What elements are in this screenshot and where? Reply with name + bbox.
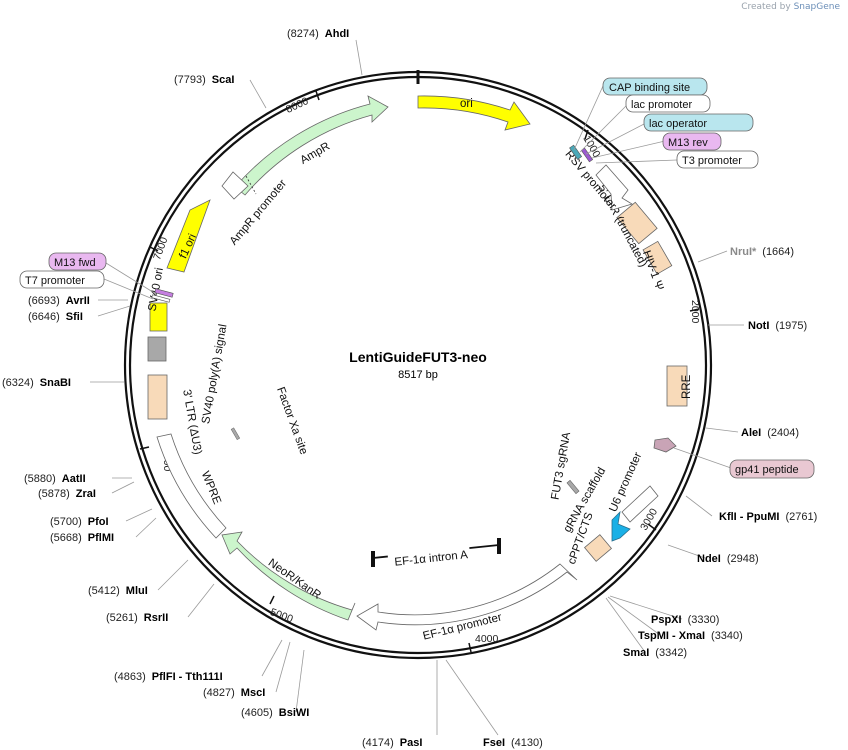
- tag-lac-promoter[interactable]: lac promoter: [625, 94, 711, 113]
- tick-label-1000: 1000: [580, 133, 602, 159]
- primer-leaders: [103, 85, 732, 469]
- tick-marks: [139, 90, 700, 653]
- enzyme-nrui[interactable]: NruI*(1664): [730, 246, 794, 258]
- ef1a-intron-feature[interactable]: EF-1α intron A: [371, 538, 501, 569]
- svg-text:lac operator: lac operator: [649, 118, 707, 130]
- enzyme-avrii[interactable]: (6693)AvrII: [28, 295, 90, 307]
- snapgene-logo-text: SnapGene: [793, 2, 840, 12]
- neor-feature[interactable]: NeoR/KanR: [221, 531, 356, 621]
- tag-t3-promoter[interactable]: T3 promoter: [676, 150, 759, 169]
- enzyme-aatii[interactable]: (5880)AatII: [24, 473, 86, 485]
- tag-m13-fwd[interactable]: M13 fwd: [48, 252, 107, 271]
- t7-promoter-mark: [151, 294, 171, 303]
- enzyme-pspxi[interactable]: PspXI(3330): [651, 614, 719, 626]
- tag-lac-operator[interactable]: lac operator: [643, 113, 754, 132]
- enzyme-pasi[interactable]: (4174)PasI: [362, 737, 422, 749]
- enzyme-scai[interactable]: (7793)ScaI: [174, 74, 234, 86]
- svg-text:T7 promoter: T7 promoter: [25, 275, 85, 287]
- ltr3-feature[interactable]: 3' LTR (ΔU3): [147, 374, 203, 456]
- m13-fwd-mark: [154, 288, 174, 298]
- ori-feature[interactable]: ori: [417, 95, 531, 131]
- snapgene-credit: Created by SnapGene: [741, 2, 840, 12]
- tag-t7-promoter[interactable]: T7 promoter: [19, 270, 105, 289]
- enzyme-sfii[interactable]: (6646)SfiI: [28, 311, 83, 323]
- enzyme-tspmi-xmai[interactable]: TspMI - XmaI(3340): [638, 630, 743, 642]
- enzyme-snabi[interactable]: (6324)SnaBI: [2, 377, 71, 389]
- enzyme-leaders: [90, 39, 744, 736]
- enzyme-labels: (8274)AhdI (7793)ScaI (6693)AvrII (6646)…: [2, 28, 817, 749]
- svg-text:gp41 peptide: gp41 peptide: [735, 464, 799, 476]
- svg-text:M13 fwd: M13 fwd: [54, 257, 96, 269]
- gp41-peptide-mark: [653, 437, 677, 453]
- enzyme-smai[interactable]: SmaI(3342): [623, 647, 687, 659]
- ef1a-promoter-feature[interactable]: EF-1α promoter: [356, 563, 578, 643]
- ampr-feature[interactable]: AmpR: [234, 95, 389, 196]
- svg-text:M13 rev: M13 rev: [668, 137, 708, 149]
- tick-label-8000: 8000: [284, 95, 310, 116]
- cap-site-mark: [569, 144, 583, 160]
- enzyme-pflmi[interactable]: (5668)PflMI: [50, 532, 114, 544]
- fut3-sgrna-feature[interactable]: FUT3 sgRNA: [550, 431, 580, 501]
- svg-text:lac promoter: lac promoter: [631, 99, 692, 111]
- tick-label-4000: 4000: [475, 633, 499, 645]
- svg-text:T3 promoter: T3 promoter: [682, 155, 742, 167]
- enzyme-pflfi-tth111i[interactable]: (4863)PflFI - Tth111I: [114, 671, 223, 683]
- tag-gp41-peptide[interactable]: gp41 peptide: [729, 459, 815, 479]
- tag-m13-rev[interactable]: M13 rev: [662, 132, 722, 151]
- sv40-polya-label: SV40 poly(A) signal: [200, 323, 229, 425]
- primer-tags: CAP binding site lac promoter lac operat…: [19, 77, 815, 479]
- factor-xa-feature[interactable]: Factor Xa site: [230, 385, 310, 456]
- credit-prefix: Created by: [741, 2, 791, 12]
- enzyme-noti[interactable]: NotI(1975): [748, 320, 807, 332]
- ori-label: ori: [460, 98, 473, 110]
- tick-label-5000: 5000: [269, 606, 295, 625]
- enzyme-bsiwi[interactable]: (4605)BsiWI: [241, 707, 309, 719]
- enzyme-fsei[interactable]: FseI(4130): [483, 737, 543, 749]
- enzyme-kfli-ppumi[interactable]: KflI - PpuMI(2761): [719, 511, 817, 523]
- rre-label: RRE: [681, 374, 693, 399]
- tag-cap-binding-site[interactable]: CAP binding site: [602, 77, 708, 96]
- rre-feature[interactable]: RRE: [666, 365, 693, 407]
- plasmid-name: LentiGuideFUT3-neo: [349, 349, 487, 365]
- tick-label-2000: 2000: [689, 300, 701, 324]
- enzyme-ahdi[interactable]: (8274)AhdI: [287, 28, 349, 40]
- enzyme-ndei[interactable]: NdeI(2948): [697, 553, 759, 565]
- plasmid-size: 8517 bp: [398, 369, 438, 381]
- rsv-promoter-feature[interactable]: RSV promoter: [563, 148, 633, 212]
- enzyme-msci[interactable]: (4827)MscI: [203, 687, 265, 699]
- enzyme-mlui[interactable]: (5412)MluI: [88, 585, 148, 597]
- enzyme-pfoi[interactable]: (5700)PfoI: [50, 516, 109, 528]
- hiv-psi-feature[interactable]: HIV-1 Ψ: [640, 240, 673, 292]
- enzyme-rsrii[interactable]: (5261)RsrII: [106, 612, 168, 624]
- svg-text:CAP binding site: CAP binding site: [609, 82, 690, 94]
- f1-ori-feature[interactable]: f1 ori: [166, 199, 211, 273]
- fut3-sgrna-label: FUT3 sgRNA: [550, 431, 574, 501]
- factor-xa-label: Factor Xa site: [274, 385, 310, 456]
- enzyme-zrai[interactable]: (5878)ZraI: [38, 488, 96, 500]
- enzyme-alei[interactable]: AleI(2404): [741, 427, 799, 439]
